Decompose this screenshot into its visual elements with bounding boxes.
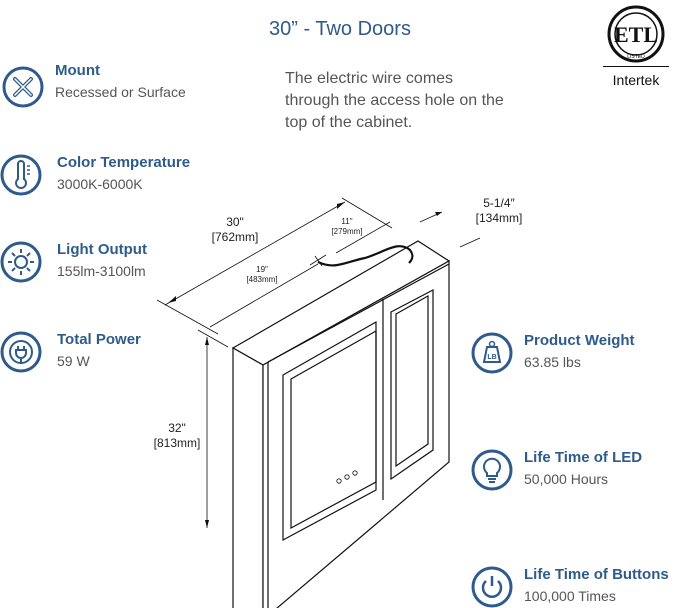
dim-depth: 5-1/4″[134mm] [475, 196, 523, 225]
spec-label: Life Time of Buttons [524, 566, 669, 583]
spec-value: 3000K-6000K [57, 176, 143, 192]
page-title: 30” - Two Doors [269, 18, 411, 40]
spec-value: 100,000 Times [524, 588, 616, 604]
svg-text:LISTED: LISTED [627, 54, 645, 60]
spec-value: 155lm-3100lm [57, 263, 146, 279]
intertek-brand: Intertek [612, 72, 660, 88]
tools-icon [2, 66, 44, 108]
sun-icon [0, 241, 42, 283]
spec-label: Mount [55, 62, 100, 79]
logo-divider [603, 66, 669, 67]
spec-label: Product Weight [524, 332, 635, 349]
spec-value: Recessed or Surface [55, 84, 186, 100]
dim-hole-left: 19"[483mm] [246, 265, 278, 284]
weight-icon: LB [471, 332, 513, 374]
dim-height: 32"[813mm] [153, 421, 201, 450]
spec-label: Life Time of LED [524, 449, 643, 466]
wire-note: The electric wire comes through the acce… [285, 70, 504, 131]
dim-width: 30"[762mm] [211, 215, 259, 244]
spec-label: Light Output [57, 241, 147, 258]
svg-text:LB: LB [487, 354, 496, 361]
spec-value: 59 W [57, 353, 90, 369]
spec-label: Color Temperature [57, 154, 191, 171]
plug-icon [0, 331, 42, 373]
spec-value: 63.85 lbs [524, 354, 581, 370]
etl-logo: ETL LISTED [603, 4, 669, 70]
spec-value: 50,000 Hours [524, 471, 609, 487]
dim-hole-right: 11"[279mm] [331, 217, 363, 236]
power-icon [471, 566, 513, 608]
lightbulb-icon [471, 449, 513, 491]
svg-text:ETL: ETL [614, 22, 658, 47]
spec-label: Total Power [57, 331, 141, 348]
thermometer-icon [0, 154, 42, 196]
